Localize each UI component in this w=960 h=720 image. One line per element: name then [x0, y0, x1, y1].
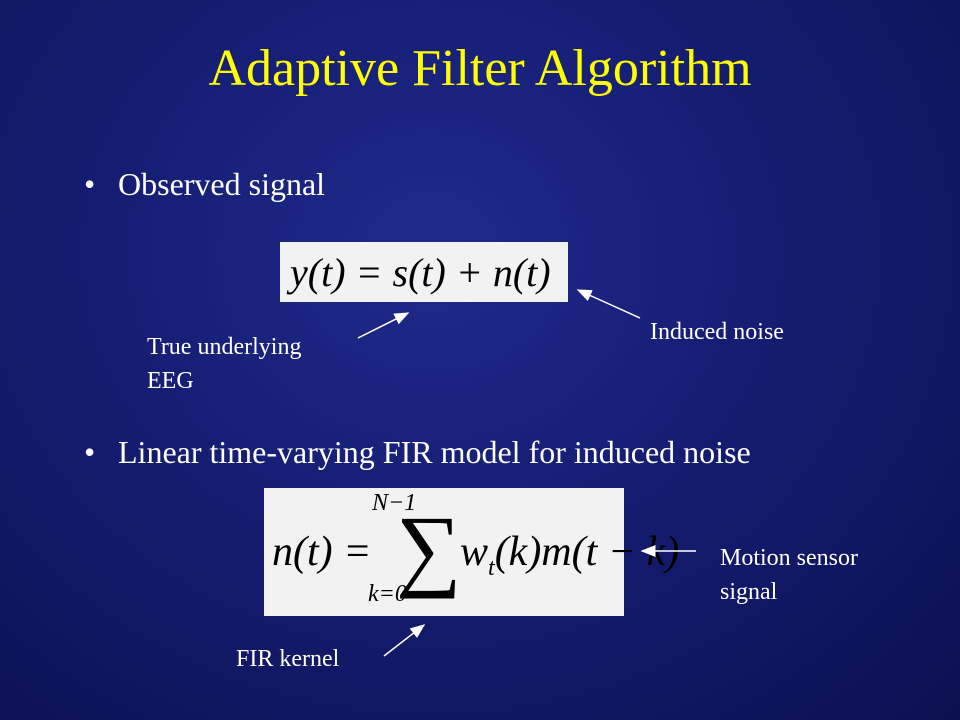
- motion-sensor-label-line2: signal: [720, 578, 778, 605]
- fir-model-equation: n(t) = N−1 ∑ k=0 wt(k)m(t − k): [264, 488, 679, 616]
- induced-noise-label: Induced noise: [650, 319, 784, 345]
- fir-kernel-arrow: [383, 624, 426, 657]
- induced-noise-arrow: [576, 289, 641, 319]
- true-eeg-label-line2: EEG: [147, 367, 194, 394]
- bullet-dot: •: [84, 434, 96, 470]
- bullet-dot: •: [84, 166, 96, 202]
- sum-upper-limit: N−1: [372, 490, 417, 516]
- true-eeg-arrow: [357, 312, 410, 339]
- bullet-text: Observed signal: [118, 166, 326, 202]
- weight-symbol: w: [460, 529, 489, 575]
- bullet-fir-model: • Linear time-varying FIR model for induc…: [84, 436, 751, 468]
- true-eeg-label-line1: True underlying: [147, 334, 302, 360]
- slide-title: Adaptive Filter Algorithm: [208, 40, 752, 97]
- bullet-observed-signal: • Observed signal: [84, 168, 325, 200]
- weight-subscript: t: [488, 555, 495, 581]
- equation-lhs: n(t) =: [272, 529, 372, 575]
- observed-signal-equation: y(t) = s(t) + n(t): [280, 242, 568, 302]
- motion-sensor-label-line1: Motion sensor: [720, 545, 858, 571]
- equation-text: y(t) = s(t) + n(t): [290, 250, 551, 295]
- summation-symbol: ∑: [396, 497, 462, 599]
- fir-kernel-label: FIR kernel: [236, 646, 340, 672]
- true-eeg-label: True underlying EEG: [147, 331, 301, 398]
- sum-lower-limit: k=0: [368, 581, 407, 607]
- bullet-text: Linear time-varying FIR model for induce…: [118, 434, 751, 470]
- motion-sensor-label: Motion sensor signal: [720, 542, 858, 609]
